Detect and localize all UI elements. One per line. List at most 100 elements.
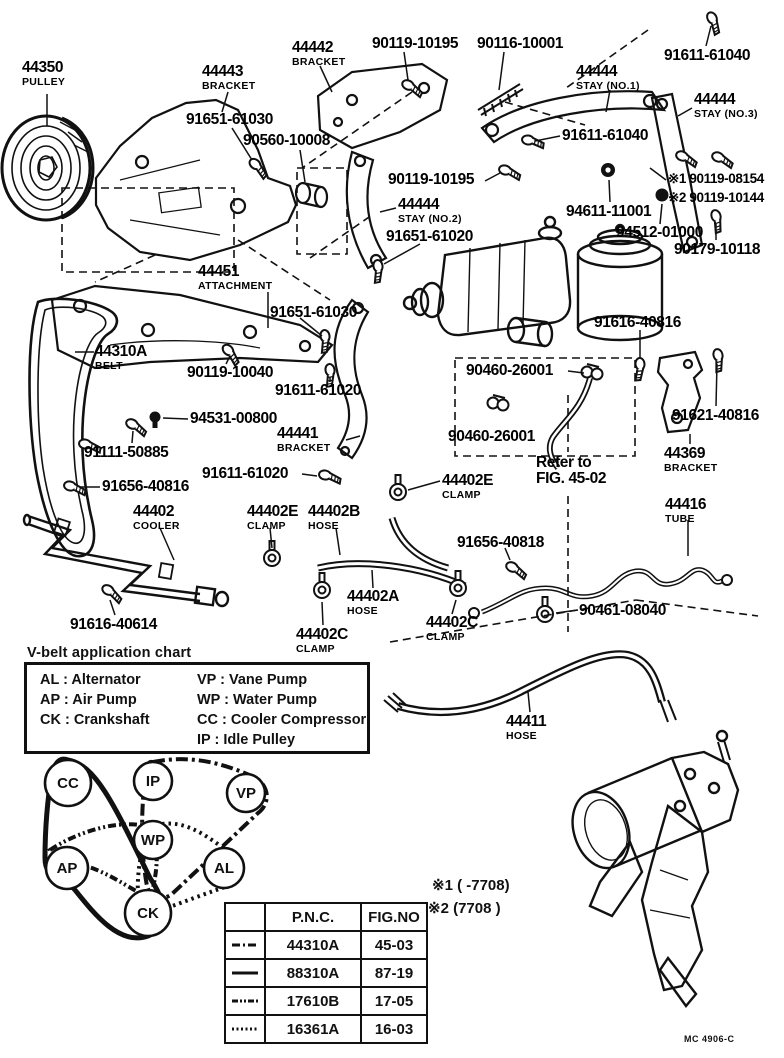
leader-lines — [46, 25, 718, 713]
vane-pump-drawing — [402, 215, 572, 348]
part-name: HOSE — [308, 519, 339, 532]
part-number: 91611-61040 — [664, 47, 751, 64]
pulley-label-vp: VP — [236, 785, 256, 802]
bracket-44369-drawing — [656, 350, 704, 434]
pnc-cell: 88310A — [264, 958, 362, 988]
line-style-sample — [224, 1014, 266, 1044]
part-label-91621-40816: 91621-40816 — [672, 408, 759, 424]
part-number: 91656-40818 — [457, 534, 544, 551]
table-row: 16361A 16-03 — [224, 1014, 428, 1044]
part-number: 90119-10040 — [187, 364, 274, 381]
part-label-90119-10144: ※2 90119-10144 — [668, 191, 764, 205]
part-number: 91611-61040 — [562, 127, 649, 144]
part-label-94512-01000: 94512-01000 — [616, 225, 703, 241]
part-label-90119-10195-2: 90119-10195 — [388, 171, 475, 188]
legend-entry: AL : Alternator — [40, 672, 141, 688]
part-number: 44442 — [292, 39, 334, 56]
part-number: 44444 — [576, 63, 618, 80]
part-label-90179-10118: 90179-10118 — [674, 242, 761, 258]
pulley-label-ap: AP — [57, 860, 78, 877]
vbelt-chart-title: V-belt application chart — [27, 645, 192, 661]
part-name: BRACKET — [202, 79, 256, 92]
part-number: 91656-40816 — [102, 478, 189, 495]
bracket-44443-drawing — [94, 98, 329, 262]
pnc-cell: 16361A — [264, 1014, 362, 1044]
part-number: 90119-10195 — [372, 35, 459, 52]
vbelt-chart-drawing: CC IP VP WP AP AL CK — [42, 756, 269, 941]
pnc-cell: 17610B — [264, 986, 362, 1016]
part-name: CLAMP — [442, 488, 481, 501]
part-name: BRACKET — [292, 55, 346, 68]
part-label-91651-61020: 91651-61020 — [386, 229, 473, 245]
part-label-91651-61030: 91651-61030 — [186, 112, 273, 128]
bracket-44441-drawing — [333, 298, 370, 460]
part-number: 44444 — [398, 196, 440, 213]
legend-entry: IP : Idle Pulley — [197, 732, 296, 748]
line-style-sample — [224, 958, 266, 988]
part-number: 44444 — [694, 91, 736, 108]
part-name: BRACKET — [277, 441, 331, 454]
page-code: MC 4906-C — [684, 1034, 735, 1044]
fig-cell: 17-05 — [360, 986, 428, 1016]
reservoir-hose-drawing — [546, 377, 593, 470]
part-number: 91611-61020 — [275, 382, 362, 399]
part-number: 44443 — [202, 63, 244, 80]
vbelt-legend-box: AL : Alternator AP : Air Pump CK : Crank… — [24, 662, 370, 754]
reservoir-drawing — [576, 223, 664, 342]
part-number: 44402E — [247, 503, 299, 520]
part-label-94611-11001: 94611-11001 — [566, 204, 652, 220]
part-number: 44310A — [95, 343, 147, 360]
steering-gear-drawing — [571, 729, 740, 1008]
part-number: 90460-26001 — [466, 362, 553, 379]
part-number: 44369 — [664, 445, 706, 462]
legend-entry: CC : Cooler Compressor — [197, 712, 367, 728]
part-name: CLAMP — [296, 642, 335, 655]
part-number: 91651-61030 — [186, 111, 273, 128]
fig-cell: 16-03 — [360, 1014, 428, 1044]
part-label-91656-40816: 91656-40816 — [102, 479, 189, 495]
pulley-label-wp: WP — [141, 832, 165, 849]
refer-line1: Refer to — [536, 454, 592, 471]
part-label-91616-40816: 91616-40816 — [594, 315, 681, 331]
hose-44402A-drawing — [317, 560, 467, 590]
part-label-91611-61020: 91611-61020 — [275, 382, 362, 399]
part-number: 91651-61020 — [386, 228, 473, 245]
washer-94512-drawing — [655, 188, 669, 202]
part-number: 44416 — [665, 496, 707, 513]
part-name: BELT — [95, 359, 123, 372]
bracket-44442-drawing — [316, 62, 449, 150]
part-number: 91611-61020 — [202, 465, 289, 482]
part-number: 44402B — [308, 503, 360, 520]
part-name: ATTACHMENT — [198, 279, 273, 292]
part-name: HOSE — [347, 604, 378, 617]
pnc-fig-table: P.N.C. FIG.NO 44310A 45-03 88310A 87-19 … — [224, 902, 428, 1044]
part-number: 91616-40614 — [70, 616, 157, 633]
line-style-header — [224, 902, 266, 932]
nut-94611-drawing — [601, 163, 615, 177]
part-name: CLAMP — [426, 630, 465, 643]
part-number: 94512-01000 — [616, 224, 703, 241]
part-label-91651-61030-2: 91651-61030 — [270, 305, 357, 321]
part-number: 91111-50885 — [84, 444, 169, 461]
part-number: 90119-10195 — [388, 171, 475, 188]
pnc-header: P.N.C. — [264, 902, 362, 932]
part-number: 44402E — [442, 472, 494, 489]
part-label-91616-40614: 91616-40614 — [70, 617, 157, 633]
part-number: 90116-10001 — [477, 35, 564, 52]
part-number: 44451 — [198, 263, 240, 280]
part-name: TUBE — [665, 512, 695, 525]
part-label-90460-26001-2: 90460-26001 — [448, 429, 535, 445]
part-name: STAY (NO.1) — [576, 79, 640, 92]
part-label-94531-00800: 94531-00800 — [190, 411, 277, 427]
part-number: 94531-00800 — [190, 410, 277, 427]
